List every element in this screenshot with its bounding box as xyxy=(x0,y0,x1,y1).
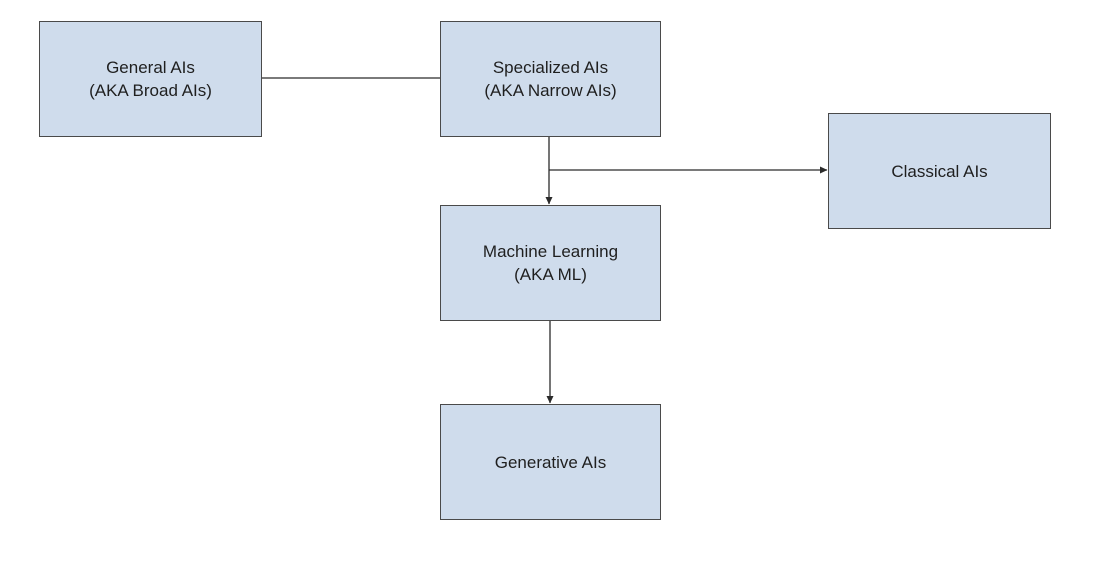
node-specialized-ais-title: Specialized AIs xyxy=(492,58,609,77)
node-classical-ais: Classical AIs xyxy=(828,113,1051,229)
node-machine-learning-subtitle: (AKA ML) xyxy=(514,265,587,284)
node-generative-ais: Generative AIs xyxy=(440,404,661,520)
node-machine-learning-title: Machine Learning xyxy=(482,242,619,261)
node-classical-ais-title: Classical AIs xyxy=(891,161,988,181)
node-general-ais-subtitle: (AKA Broad AIs) xyxy=(89,81,212,100)
node-general-ais: General AIs (AKA Broad AIs) xyxy=(39,21,262,137)
node-generative-ais-title: Generative AIs xyxy=(494,452,607,472)
node-general-ais-title: General AIs xyxy=(106,58,195,77)
node-specialized-ais: Specialized AIs (AKA Narrow AIs) xyxy=(440,21,661,137)
node-specialized-ais-subtitle: (AKA Narrow AIs) xyxy=(484,81,617,100)
node-machine-learning: Machine Learning (AKA ML) xyxy=(440,205,661,321)
